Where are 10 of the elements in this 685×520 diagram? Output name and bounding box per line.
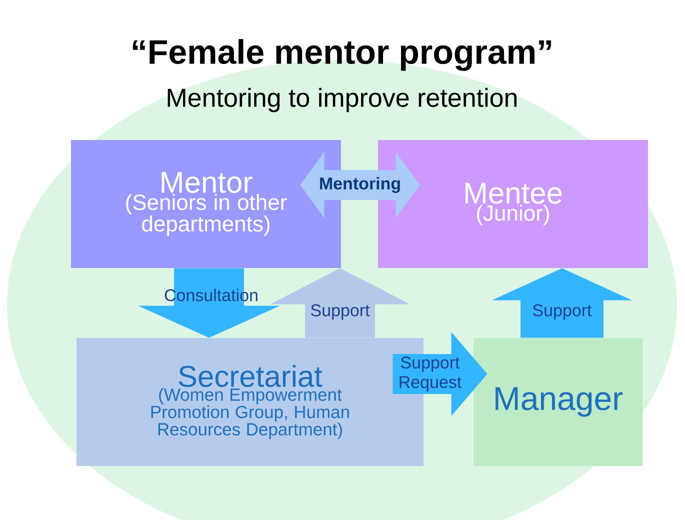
block-arrow <box>300 152 420 218</box>
title: “Female mentor program” <box>132 39 552 71</box>
block-arrow <box>392 332 488 416</box>
role-box: Manager <box>474 338 642 466</box>
subtitle: Mentoring to improve retention <box>168 88 517 112</box>
block-arrow <box>270 268 410 338</box>
block-arrow <box>138 268 280 338</box>
edge-label: Support <box>533 304 592 320</box>
edge-label: Support <box>311 304 370 320</box>
block-arrow <box>492 268 632 338</box>
